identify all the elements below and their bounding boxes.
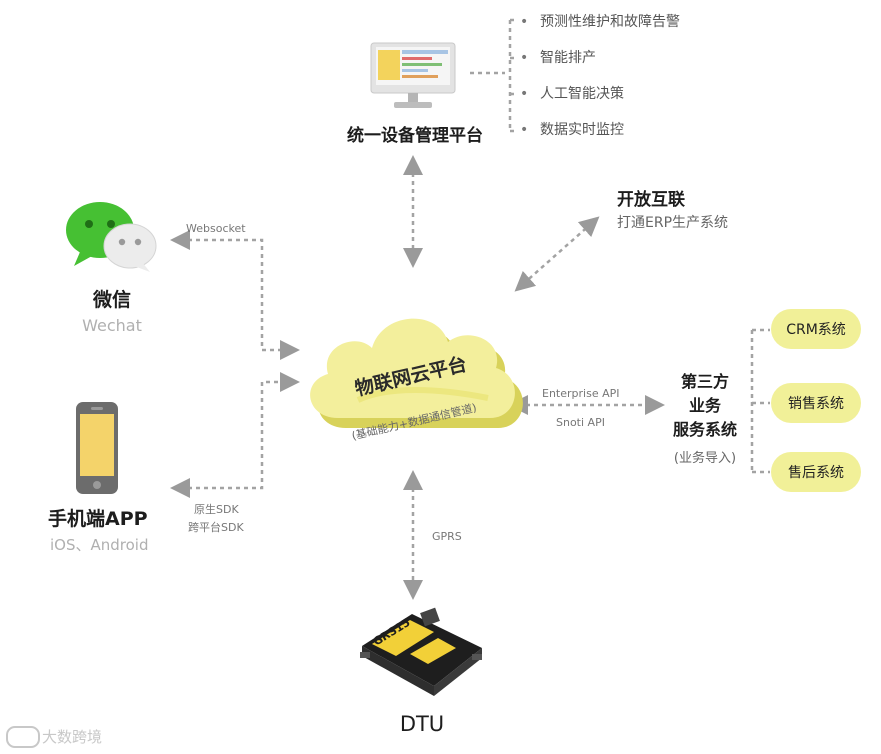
open-interconnect-subtitle: 打通ERP生产系统 bbox=[617, 215, 729, 231]
open-interconnect-arrow bbox=[514, 216, 600, 292]
wechat-name: 微信 bbox=[92, 289, 131, 311]
third-party-line2: 业务 bbox=[688, 396, 721, 415]
watermark-logo-icon bbox=[6, 726, 40, 748]
third-party-note: (业务导入) bbox=[673, 451, 737, 466]
cloud-icon bbox=[310, 318, 523, 428]
websocket-label: Websocket bbox=[186, 222, 246, 235]
open-interconnect-title: 开放互联 bbox=[617, 190, 685, 210]
third-party-line3: 服务系统 bbox=[672, 420, 737, 439]
cross-platform-sdk-label: 跨平台SDK bbox=[188, 521, 244, 534]
feature-item: 智能排产 bbox=[520, 48, 740, 84]
wechat-icon bbox=[66, 202, 157, 272]
platform-label: 统一设备管理平台 bbox=[347, 126, 483, 146]
dtu-device-icon: GRS15 bbox=[360, 607, 482, 696]
gprs-label: GPRS bbox=[432, 530, 462, 543]
dtu-label: DTU bbox=[399, 712, 445, 736]
snoti-api-label: Snoti API bbox=[556, 416, 605, 429]
wechat-english: Wechat bbox=[82, 316, 142, 335]
sales-system-pill: 销售系统 bbox=[771, 383, 861, 423]
feature-item: 人工智能决策 bbox=[520, 84, 740, 120]
native-sdk-label: 原生SDK bbox=[194, 503, 239, 516]
wechat-connector bbox=[170, 230, 300, 360]
phone-icon bbox=[76, 402, 118, 494]
watermark-text: 大数跨境 bbox=[42, 728, 103, 746]
third-party-line1: 第三方 bbox=[680, 372, 729, 391]
feature-item: 预测性维护和故障告警 bbox=[520, 12, 740, 48]
mobile-connector bbox=[170, 372, 300, 498]
feature-item: 数据实时监控 bbox=[520, 120, 740, 156]
feature-list: 预测性维护和故障告警 智能排产 人工智能决策 数据实时监控 bbox=[520, 12, 740, 156]
third-party-title: 第三方 业务 服务系统 bbox=[662, 370, 748, 442]
mobile-platforms: iOS、Android bbox=[50, 536, 149, 554]
after-sales-system-pill: 售后系统 bbox=[771, 452, 861, 492]
mobile-app-name: 手机端APP bbox=[48, 508, 148, 530]
monitor-icon bbox=[370, 42, 456, 108]
enterprise-api-label: Enterprise API bbox=[542, 387, 620, 400]
third-party-bracket bbox=[750, 328, 770, 474]
crm-system-pill: CRM系统 bbox=[771, 309, 861, 349]
